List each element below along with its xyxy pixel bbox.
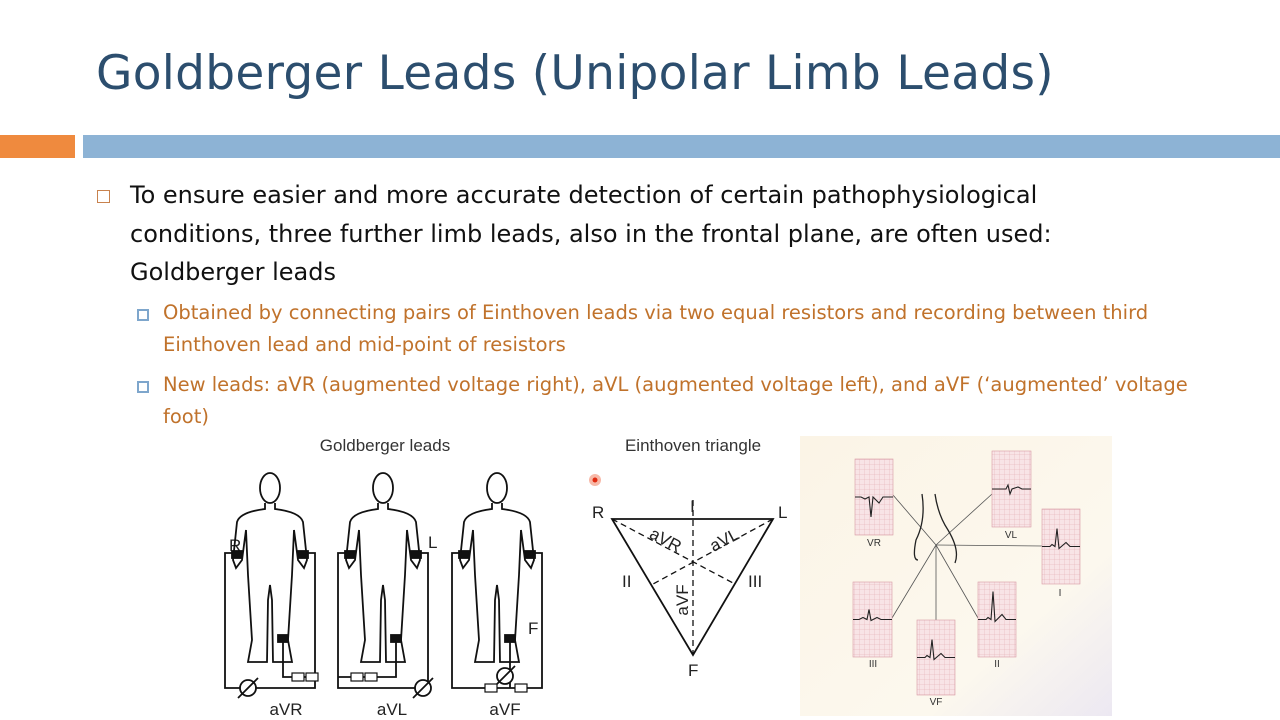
ankle-electrode bbox=[504, 634, 516, 643]
side-ii: II bbox=[622, 572, 631, 591]
limb-label-f: F bbox=[528, 619, 538, 638]
resistor bbox=[364, 672, 378, 682]
circuit-wire bbox=[337, 552, 429, 689]
ecg-label: II bbox=[994, 659, 1000, 670]
ecg-label: I bbox=[1059, 588, 1062, 599]
sub-bullet-square-icon bbox=[137, 381, 149, 393]
lead-axis-line bbox=[892, 494, 937, 546]
ecg-label: VR bbox=[867, 538, 881, 549]
lead-label-avf: aVF bbox=[489, 700, 520, 719]
vertex-f: F bbox=[688, 661, 698, 680]
head bbox=[486, 472, 508, 504]
bullet-square-icon bbox=[97, 190, 110, 203]
ecg-waveform bbox=[992, 483, 1031, 496]
resistor bbox=[291, 672, 305, 682]
accent-bar-blue bbox=[83, 135, 1280, 158]
lead-axis-line bbox=[891, 544, 937, 619]
lead-label-avr: aVR bbox=[269, 700, 302, 719]
lead-axis-line bbox=[935, 493, 993, 546]
sub-bullet-square-icon bbox=[137, 309, 149, 321]
right-wrist-electrode bbox=[458, 550, 470, 559]
galvanometer-needle bbox=[494, 665, 516, 687]
main-bullet-text: To ensure easier and more accurate detec… bbox=[130, 181, 1052, 286]
side-iii: III bbox=[748, 572, 762, 591]
ecg-label: VL bbox=[1005, 530, 1018, 541]
galvanometer-icon bbox=[237, 677, 259, 699]
lead-axis-line bbox=[935, 544, 979, 619]
human-figure bbox=[231, 472, 309, 663]
ecg-waveform bbox=[1042, 528, 1080, 550]
pointer-dot-core bbox=[592, 477, 598, 483]
right-wrist-electrode bbox=[344, 550, 356, 559]
ecg-label: III bbox=[869, 659, 877, 670]
body-outline bbox=[345, 503, 421, 663]
ecg-waveform bbox=[978, 591, 1016, 623]
body-outline bbox=[232, 503, 308, 663]
right-wrist-electrode bbox=[231, 550, 243, 559]
torso-curve-right bbox=[934, 493, 958, 564]
axis-avf: aVF bbox=[673, 584, 692, 615]
axis-avl: aVL bbox=[707, 525, 743, 556]
left-wrist-electrode bbox=[410, 550, 422, 559]
lead-label-avl: aVL bbox=[377, 700, 407, 719]
resistor bbox=[484, 683, 498, 693]
ecg-waveform bbox=[855, 495, 893, 518]
slide-title: Goldberger Leads (Unipolar Limb Leads) bbox=[96, 46, 1054, 101]
goldberger-leads-figure: Goldberger leads R L F aVR aVL aVF bbox=[224, 436, 543, 719]
limb-label-l: L bbox=[428, 533, 437, 552]
galvanometer-icon bbox=[412, 677, 434, 699]
ankle-electrode bbox=[390, 634, 402, 643]
vertex-r: R bbox=[592, 503, 604, 522]
einthoven-triangle-figure: Einthoven triangle R L F I II III aVR aV… bbox=[589, 436, 787, 680]
ecg-label: VF bbox=[930, 697, 943, 708]
dashed-axes bbox=[611, 500, 774, 655]
galvanometer-icon bbox=[494, 665, 516, 687]
sub-bullet-text-1: Obtained by connecting pairs of Einthove… bbox=[163, 301, 1149, 356]
resistor bbox=[514, 683, 528, 693]
axis-avr: aVR bbox=[647, 524, 685, 556]
wire bbox=[338, 642, 397, 678]
accent-bar-orange bbox=[0, 135, 75, 158]
human-figure bbox=[458, 472, 536, 663]
body-outline bbox=[459, 503, 535, 663]
circuit-wire bbox=[224, 552, 316, 689]
lead-axis-line bbox=[935, 544, 1043, 547]
vertex-l: L bbox=[778, 503, 787, 522]
wire bbox=[282, 642, 315, 678]
ankle-electrode bbox=[277, 634, 289, 643]
ecg-waveform bbox=[853, 609, 892, 622]
resistor bbox=[305, 672, 319, 682]
goldberger-caption: Goldberger leads bbox=[320, 436, 450, 455]
einthoven-caption: Einthoven triangle bbox=[625, 436, 761, 455]
galvanometer-needle bbox=[412, 677, 434, 699]
side-i: I bbox=[690, 497, 695, 516]
head bbox=[372, 472, 394, 504]
resistor bbox=[350, 672, 364, 682]
ecg-waveform bbox=[917, 639, 955, 661]
head bbox=[259, 472, 281, 504]
galvanometer-needle bbox=[237, 677, 259, 699]
sub-bullet-text-2: New leads: aVR (augmented voltage right)… bbox=[163, 373, 1188, 428]
left-wrist-electrode bbox=[524, 550, 536, 559]
torso-curve-left bbox=[913, 493, 924, 561]
human-figure bbox=[344, 472, 422, 663]
left-wrist-electrode bbox=[297, 550, 309, 559]
triangle bbox=[610, 518, 775, 657]
